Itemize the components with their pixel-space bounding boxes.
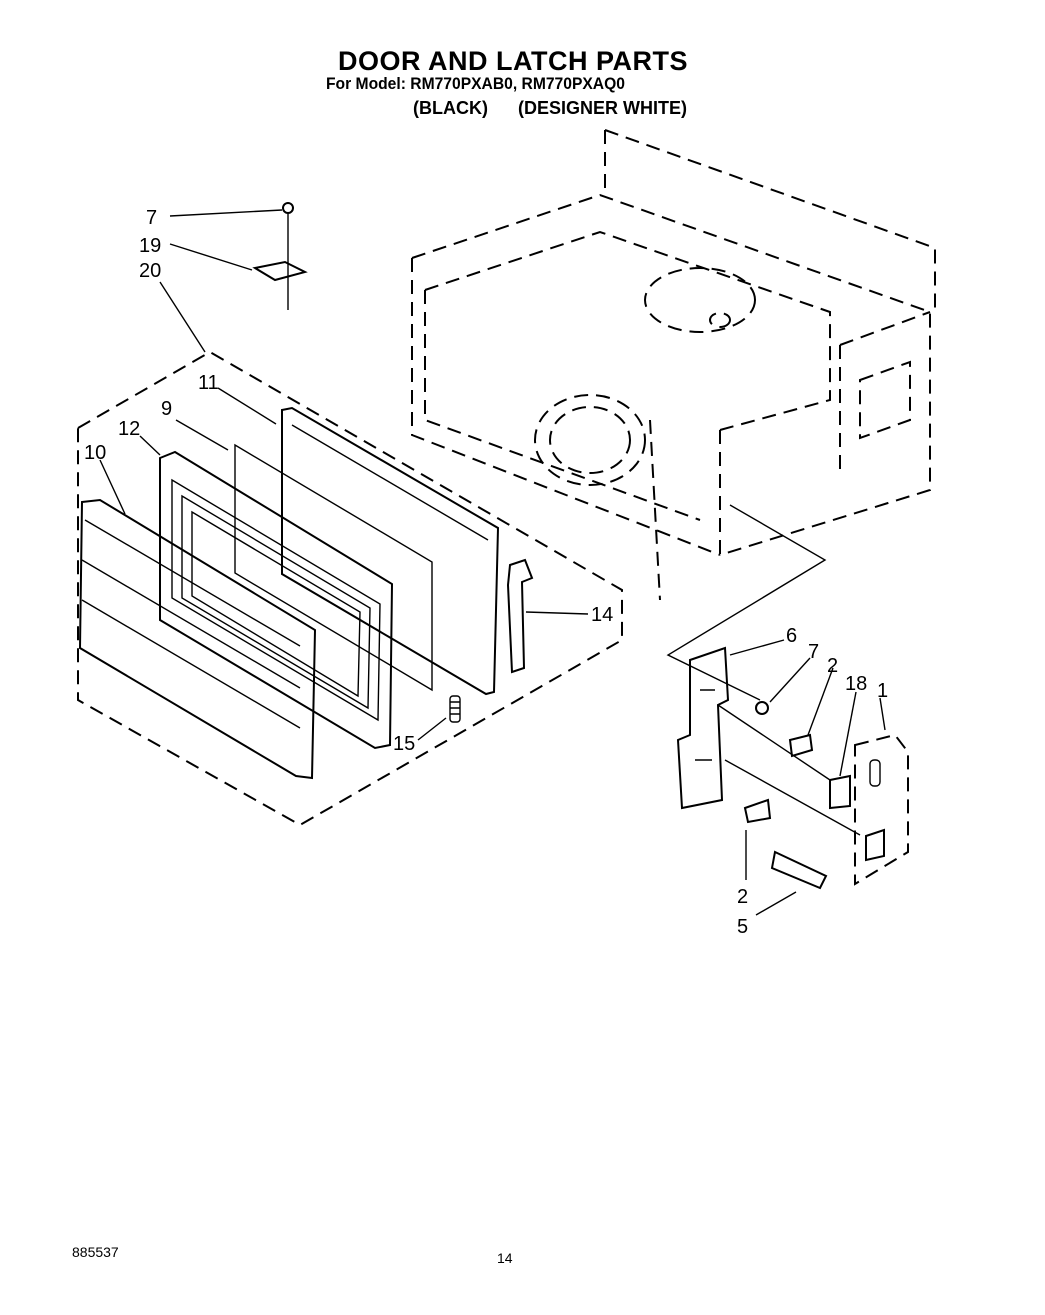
- callout-19: 19: [139, 235, 161, 257]
- callout-15: 15: [393, 733, 415, 755]
- callout-2-upper: 2: [827, 655, 838, 677]
- document-number: 885537: [72, 1244, 119, 1260]
- callout-10: 10: [84, 442, 106, 464]
- door-glass-part-9: [234, 443, 433, 692]
- spring-part-15: [449, 695, 461, 723]
- callout-6: 6: [786, 625, 797, 647]
- callout-9: 9: [161, 398, 172, 420]
- latch-bracket-assembly: [666, 504, 909, 890]
- latch-hook-part-14: [506, 558, 534, 674]
- callout-14: 14: [591, 604, 613, 626]
- page-number: 14: [497, 1250, 513, 1266]
- cabinet-outline: [411, 129, 936, 601]
- model-line: For Model: RM770PXAB0, RM770PXAQ0: [326, 74, 625, 93]
- screw-and-bracket-parts-7-19: [252, 202, 308, 310]
- callout-7-latch: 7: [808, 641, 819, 663]
- variant-white-label: (DESIGNER WHITE): [518, 98, 687, 118]
- callout-1: 1: [877, 680, 888, 702]
- callout-12: 12: [118, 418, 140, 440]
- callout-labels: 7 19 20 11 9 12 10 14 15 6 7 2 18 1 2 5: [84, 207, 888, 938]
- callout-18: 18: [845, 673, 867, 695]
- variant-black-label: (BLACK): [413, 98, 488, 118]
- door-frame-part-12: [159, 450, 394, 750]
- callout-5: 5: [737, 916, 748, 938]
- callout-leader-lines: [99, 209, 886, 916]
- callout-20: 20: [139, 260, 161, 282]
- choke-frame-part-11: [281, 406, 500, 696]
- callout-11: 11: [198, 372, 219, 394]
- callout-2-lower: 2: [737, 886, 748, 908]
- page-title: DOOR AND LATCH PARTS: [338, 46, 688, 76]
- door-assembly-outline: [77, 350, 623, 827]
- callout-7-top: 7: [146, 207, 157, 229]
- door-panel-part-10: [78, 498, 317, 780]
